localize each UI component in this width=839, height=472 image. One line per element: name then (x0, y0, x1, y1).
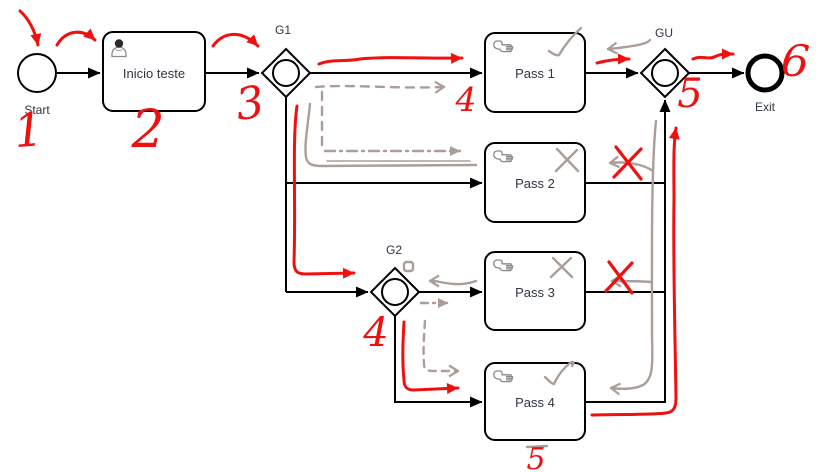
end-event: Exit (745, 53, 785, 114)
task-pass1-label: Pass 1 (515, 66, 555, 81)
red-arrow-gu-to-exit (691, 48, 735, 61)
end-event-label: Exit (755, 100, 776, 114)
red-number-4-pass1: 4 (455, 80, 477, 119)
red-arrow-onto-start (18, 9, 42, 47)
red-x-pass2-flow (612, 145, 643, 181)
red-number-5-pass4: 5 (526, 442, 545, 472)
start-event-circle (17, 53, 57, 93)
red-line-g1-to-pass1 (317, 52, 464, 66)
red-arc-start-to-inicio (55, 28, 97, 47)
gateway-gu-label: GU (655, 26, 673, 40)
gray-checkmark-pass4 (543, 360, 575, 386)
red-number-6: 6 (779, 35, 811, 88)
red-x-pass3-flow (604, 260, 634, 295)
red-number-1: 1 (12, 102, 46, 158)
gray-dashed-arrow-to-pass1 (314, 80, 446, 94)
task-pass3-label: Pass 3 (515, 285, 555, 300)
gray-small-square-mark (402, 260, 415, 273)
gray-underline-number5 (525, 444, 549, 449)
red-arrow-pass1-to-gu (595, 53, 631, 65)
gateway-g1-label: G1 (275, 23, 291, 37)
gateway-g1-inner-circle (272, 59, 300, 87)
gray-dashed-arrow-g2-to-pass4 (422, 319, 460, 378)
task-inicio-teste: Inicio teste (102, 31, 206, 112)
user-icon (111, 39, 127, 58)
flow-g2-to-pass4 (394, 316, 483, 408)
gray-solid-loop-to-pass2 (304, 102, 478, 168)
gateway-g2: G2 (369, 243, 421, 318)
gateway-g1: G1 (260, 23, 312, 99)
gray-long-return-line (609, 119, 658, 396)
gray-x-pass2 (554, 147, 580, 173)
gray-arrow-back-to-g2 (428, 274, 478, 288)
red-line-pass4-to-gu (590, 126, 680, 417)
task-pass1: Pass 1 (484, 32, 586, 113)
gray-arrow-back-to-pass3 (610, 274, 653, 288)
red-number-3: 3 (233, 76, 268, 130)
red-number-2: 2 (130, 100, 164, 160)
sequence-flows (56, 67, 745, 408)
flow-pass4-to-gu (585, 99, 671, 403)
start-event-label: Start (24, 103, 50, 117)
red-number-4-g2: 4 (362, 310, 388, 356)
gray-arrow-back-to-pass1 (606, 38, 652, 55)
end-event-circle (745, 53, 785, 93)
gateway-gu-inner-circle (651, 59, 679, 87)
task-pass2-rect (484, 142, 586, 223)
gray-checkmark-pass1 (547, 26, 583, 57)
red-line-g1-to-g2 (292, 104, 356, 279)
gateway-gu: GU (639, 26, 691, 99)
task-pass3-rect (484, 251, 586, 331)
task-pass2: Pass 2 (484, 142, 586, 223)
start-event: Start (17, 53, 57, 117)
red-number-5-gu: 5 (677, 71, 702, 117)
gray-arrow-back-to-pass2 (608, 155, 655, 173)
red-arc-inicio-to-g1 (211, 32, 260, 48)
gray-x-pass3 (549, 256, 574, 279)
task-pass4-label: Pass 4 (515, 395, 555, 410)
task-pass3: Pass 3 (484, 251, 586, 331)
task-inicio-label: Inicio teste (123, 66, 185, 81)
gateway-g2-inner-circle (381, 278, 409, 306)
gateway-g2-label: G2 (386, 243, 402, 257)
task-inicio-rect (102, 31, 206, 112)
gray-annotations (304, 26, 658, 449)
red-line-g2-to-pass4 (401, 320, 460, 394)
task-pass2-label: Pass 2 (515, 176, 555, 191)
task-pass4: Pass 4 (484, 362, 586, 441)
